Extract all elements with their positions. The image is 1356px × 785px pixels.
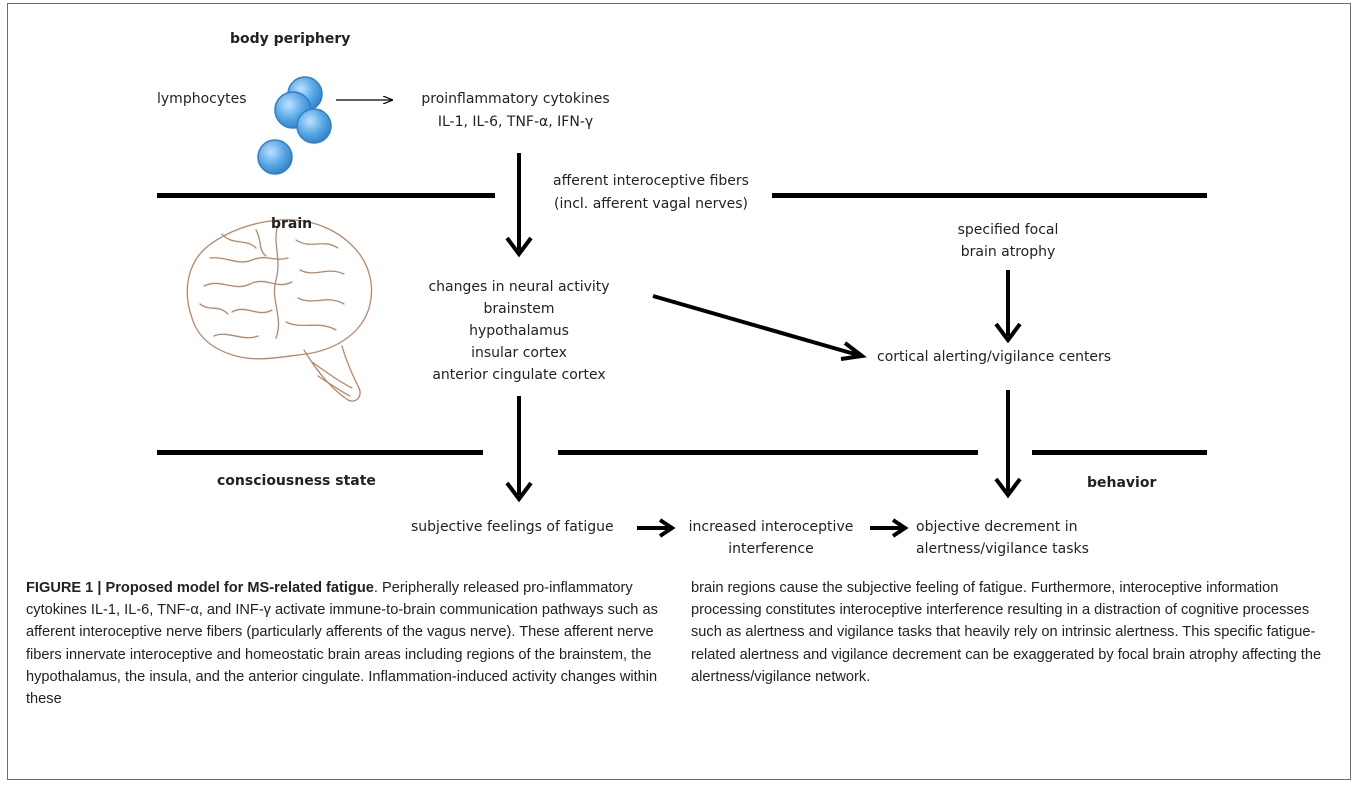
node-neural-line2: brainstem	[483, 301, 555, 317]
node-atrophy-line2: brain atrophy	[960, 244, 1056, 260]
node-cytokines-title: proinflammatory cytokines	[421, 91, 610, 107]
node-afferent-line1: afferent interoceptive fibers	[553, 173, 749, 189]
arrow-fatigue-to-interference	[637, 518, 676, 538]
arrow-neural-to-fatigue	[505, 396, 533, 503]
caption-right-column: brain regions cause the subjective feeli…	[691, 577, 1331, 688]
lymphocyte-cells-icon	[257, 76, 332, 175]
caption-left-text: . Peripherally released pro-inflammatory…	[26, 580, 658, 708]
node-neural-line5: anterior cingulate cortex	[432, 367, 606, 383]
section-brain: brain	[271, 216, 313, 232]
node-afferent-line2: (incl. afferent vagal nerves)	[554, 196, 748, 212]
separator-periphery-right	[772, 193, 1207, 198]
arrow-neural-to-cortical	[652, 294, 868, 361]
caption-label: FIGURE 1 | Proposed model for MS-related…	[26, 580, 374, 596]
section-behavior: behavior	[1087, 475, 1157, 491]
figure-frame	[7, 3, 1351, 780]
arrow-cortical-to-decrement	[994, 390, 1022, 499]
separator-brain-right	[1032, 450, 1207, 455]
caption-left-column: FIGURE 1 | Proposed model for MS-related…	[26, 577, 666, 710]
model-diagram	[157, 76, 1207, 538]
separator-brain-middle	[558, 450, 978, 455]
arrow-atrophy-to-cortical	[994, 270, 1022, 344]
node-neural-line1: changes in neural activity	[428, 279, 610, 295]
node-atrophy-line1: specified focal	[957, 222, 1059, 238]
arrow-cytokines-to-neural	[505, 153, 533, 258]
node-lymphocytes: lymphocytes	[157, 91, 247, 107]
node-neural-line3: hypothalamus	[469, 323, 569, 339]
brain-illustration-icon	[186, 219, 373, 402]
separator-brain-left	[157, 450, 483, 455]
separator-periphery-left	[157, 193, 495, 198]
node-interference-line2: interference	[728, 541, 814, 557]
node-decrement-line1: objective decrement in	[916, 519, 1078, 535]
caption-right-text: brain regions cause the subjective feeli…	[691, 580, 1322, 685]
node-neural-line4: insular cortex	[471, 345, 567, 361]
node-cortical-centers: cortical alerting/vigilance centers	[877, 349, 1112, 365]
section-body-periphery: body periphery	[230, 31, 351, 47]
arrow-interference-to-decrement	[870, 518, 909, 538]
node-fatigue: subjective feelings of fatigue	[411, 519, 614, 535]
section-consciousness-state: consciousness state	[217, 473, 376, 489]
node-interference-line1: increased interoceptive	[688, 519, 854, 535]
node-cytokines-list: IL-1, IL-6, TNF-α, IFN-γ	[437, 114, 594, 130]
node-decrement-line2: alertness/vigilance tasks	[916, 541, 1089, 557]
